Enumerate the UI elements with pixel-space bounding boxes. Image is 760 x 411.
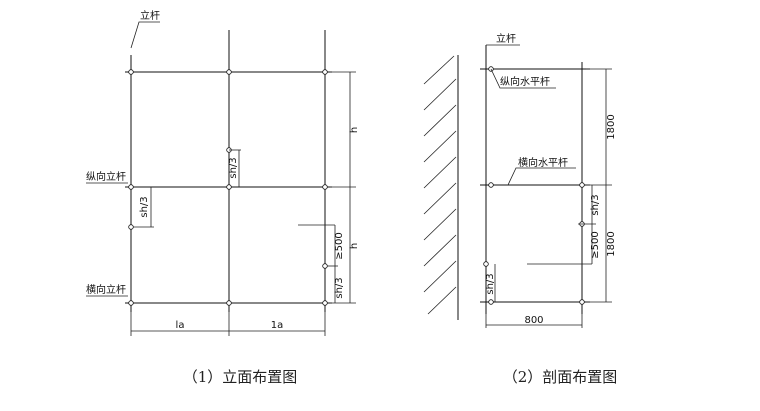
node bbox=[322, 263, 328, 269]
node bbox=[488, 299, 494, 305]
leader-transverse-horizontal bbox=[507, 167, 576, 186]
node bbox=[226, 184, 232, 190]
label-upright: 立杆 bbox=[140, 9, 160, 22]
node bbox=[128, 184, 134, 190]
node bbox=[488, 182, 494, 188]
node bbox=[322, 300, 328, 306]
node bbox=[226, 69, 232, 75]
label-min500-section: ≥500 bbox=[590, 231, 601, 258]
node bbox=[579, 182, 585, 188]
label-transverse-pole: 横向立杆 bbox=[86, 283, 126, 296]
node bbox=[483, 261, 489, 267]
node bbox=[128, 69, 134, 75]
label-sh3-right: sh/3 bbox=[334, 277, 345, 298]
label-longitudinal-horizontal: 纵向水平杆 bbox=[500, 75, 550, 88]
label-transverse-horizontal: 横向水平杆 bbox=[518, 156, 568, 169]
label-sh3-left: sh/3 bbox=[139, 196, 150, 217]
label-sh3-center: sh/3 bbox=[228, 157, 239, 178]
label-width-800: 800 bbox=[524, 315, 543, 326]
leader-upright bbox=[130, 21, 160, 49]
node bbox=[226, 300, 232, 306]
node bbox=[322, 184, 328, 190]
section-view: 立杆 纵向水平杆 横向水平杆 1800 1800 sh/3 ≥500 sh/3 … bbox=[423, 32, 618, 386]
label-longitudinal-pole: 纵向立杆 bbox=[86, 170, 126, 183]
elevation-view: 立杆 纵向立杆 横向立杆 h h sh/3 sh/3 ≥500 sh/3 bbox=[86, 9, 360, 386]
node bbox=[128, 224, 134, 230]
label-h-lower: h bbox=[349, 243, 360, 249]
label-sh3-section-right: sh/3 bbox=[590, 194, 601, 215]
label-dim-upper: 1800 bbox=[606, 114, 617, 139]
label-la-right: 1a bbox=[271, 320, 284, 331]
node bbox=[579, 299, 585, 305]
label-section-upright: 立杆 bbox=[496, 32, 516, 45]
node bbox=[322, 69, 328, 75]
leader-longitudinal-horizontal bbox=[490, 68, 556, 89]
wall-hatching bbox=[423, 55, 457, 315]
label-dim-lower: 1800 bbox=[606, 231, 617, 256]
node bbox=[128, 300, 134, 306]
label-min500: ≥500 bbox=[334, 232, 345, 259]
caption-elevation: （1）立面布置图 bbox=[183, 368, 298, 386]
label-sh3-section-left: sh/3 bbox=[485, 273, 496, 294]
label-h-upper: h bbox=[349, 127, 360, 133]
label-la-left: la bbox=[176, 320, 185, 331]
caption-section: （2）剖面布置图 bbox=[503, 368, 618, 386]
